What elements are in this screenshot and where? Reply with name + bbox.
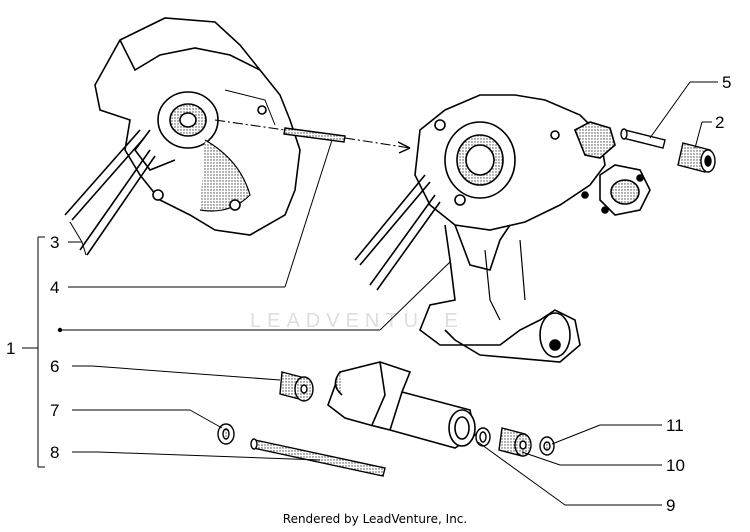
right-crankcase-half xyxy=(414,94,651,363)
leader-dot xyxy=(57,327,63,333)
bushing-2 xyxy=(677,142,716,173)
swing-arm-link xyxy=(327,361,476,449)
washer-11 xyxy=(539,436,555,456)
pin-5 xyxy=(620,128,666,149)
dowel-pin xyxy=(283,127,346,143)
assembly-axis xyxy=(214,119,411,154)
callout-8: 8 xyxy=(50,443,59,462)
studs-right xyxy=(354,174,441,291)
callout-11: 11 xyxy=(666,416,684,435)
callout-10: 10 xyxy=(666,456,685,475)
bushing-10 xyxy=(498,427,532,457)
callout-6: 6 xyxy=(50,357,59,376)
footer-credit: Rendered by LeadVenture, Inc. xyxy=(282,512,468,526)
left-crankcase-half xyxy=(94,17,301,236)
callout-1: 1 xyxy=(6,339,15,358)
ring-9 xyxy=(475,427,491,447)
watermark-text: LEADVENTURE xyxy=(250,310,464,332)
leader-lines xyxy=(22,81,718,506)
callout-3: 3 xyxy=(50,233,59,252)
studs-left xyxy=(64,129,156,256)
callout-5: 5 xyxy=(722,73,731,92)
callout-9: 9 xyxy=(666,496,675,515)
callout-4: 4 xyxy=(50,278,59,297)
callout-2: 2 xyxy=(715,113,724,132)
shaft-8 xyxy=(250,438,386,477)
callout-7: 7 xyxy=(50,401,59,420)
washer-7 xyxy=(217,423,235,445)
bushing-6 xyxy=(279,371,314,402)
